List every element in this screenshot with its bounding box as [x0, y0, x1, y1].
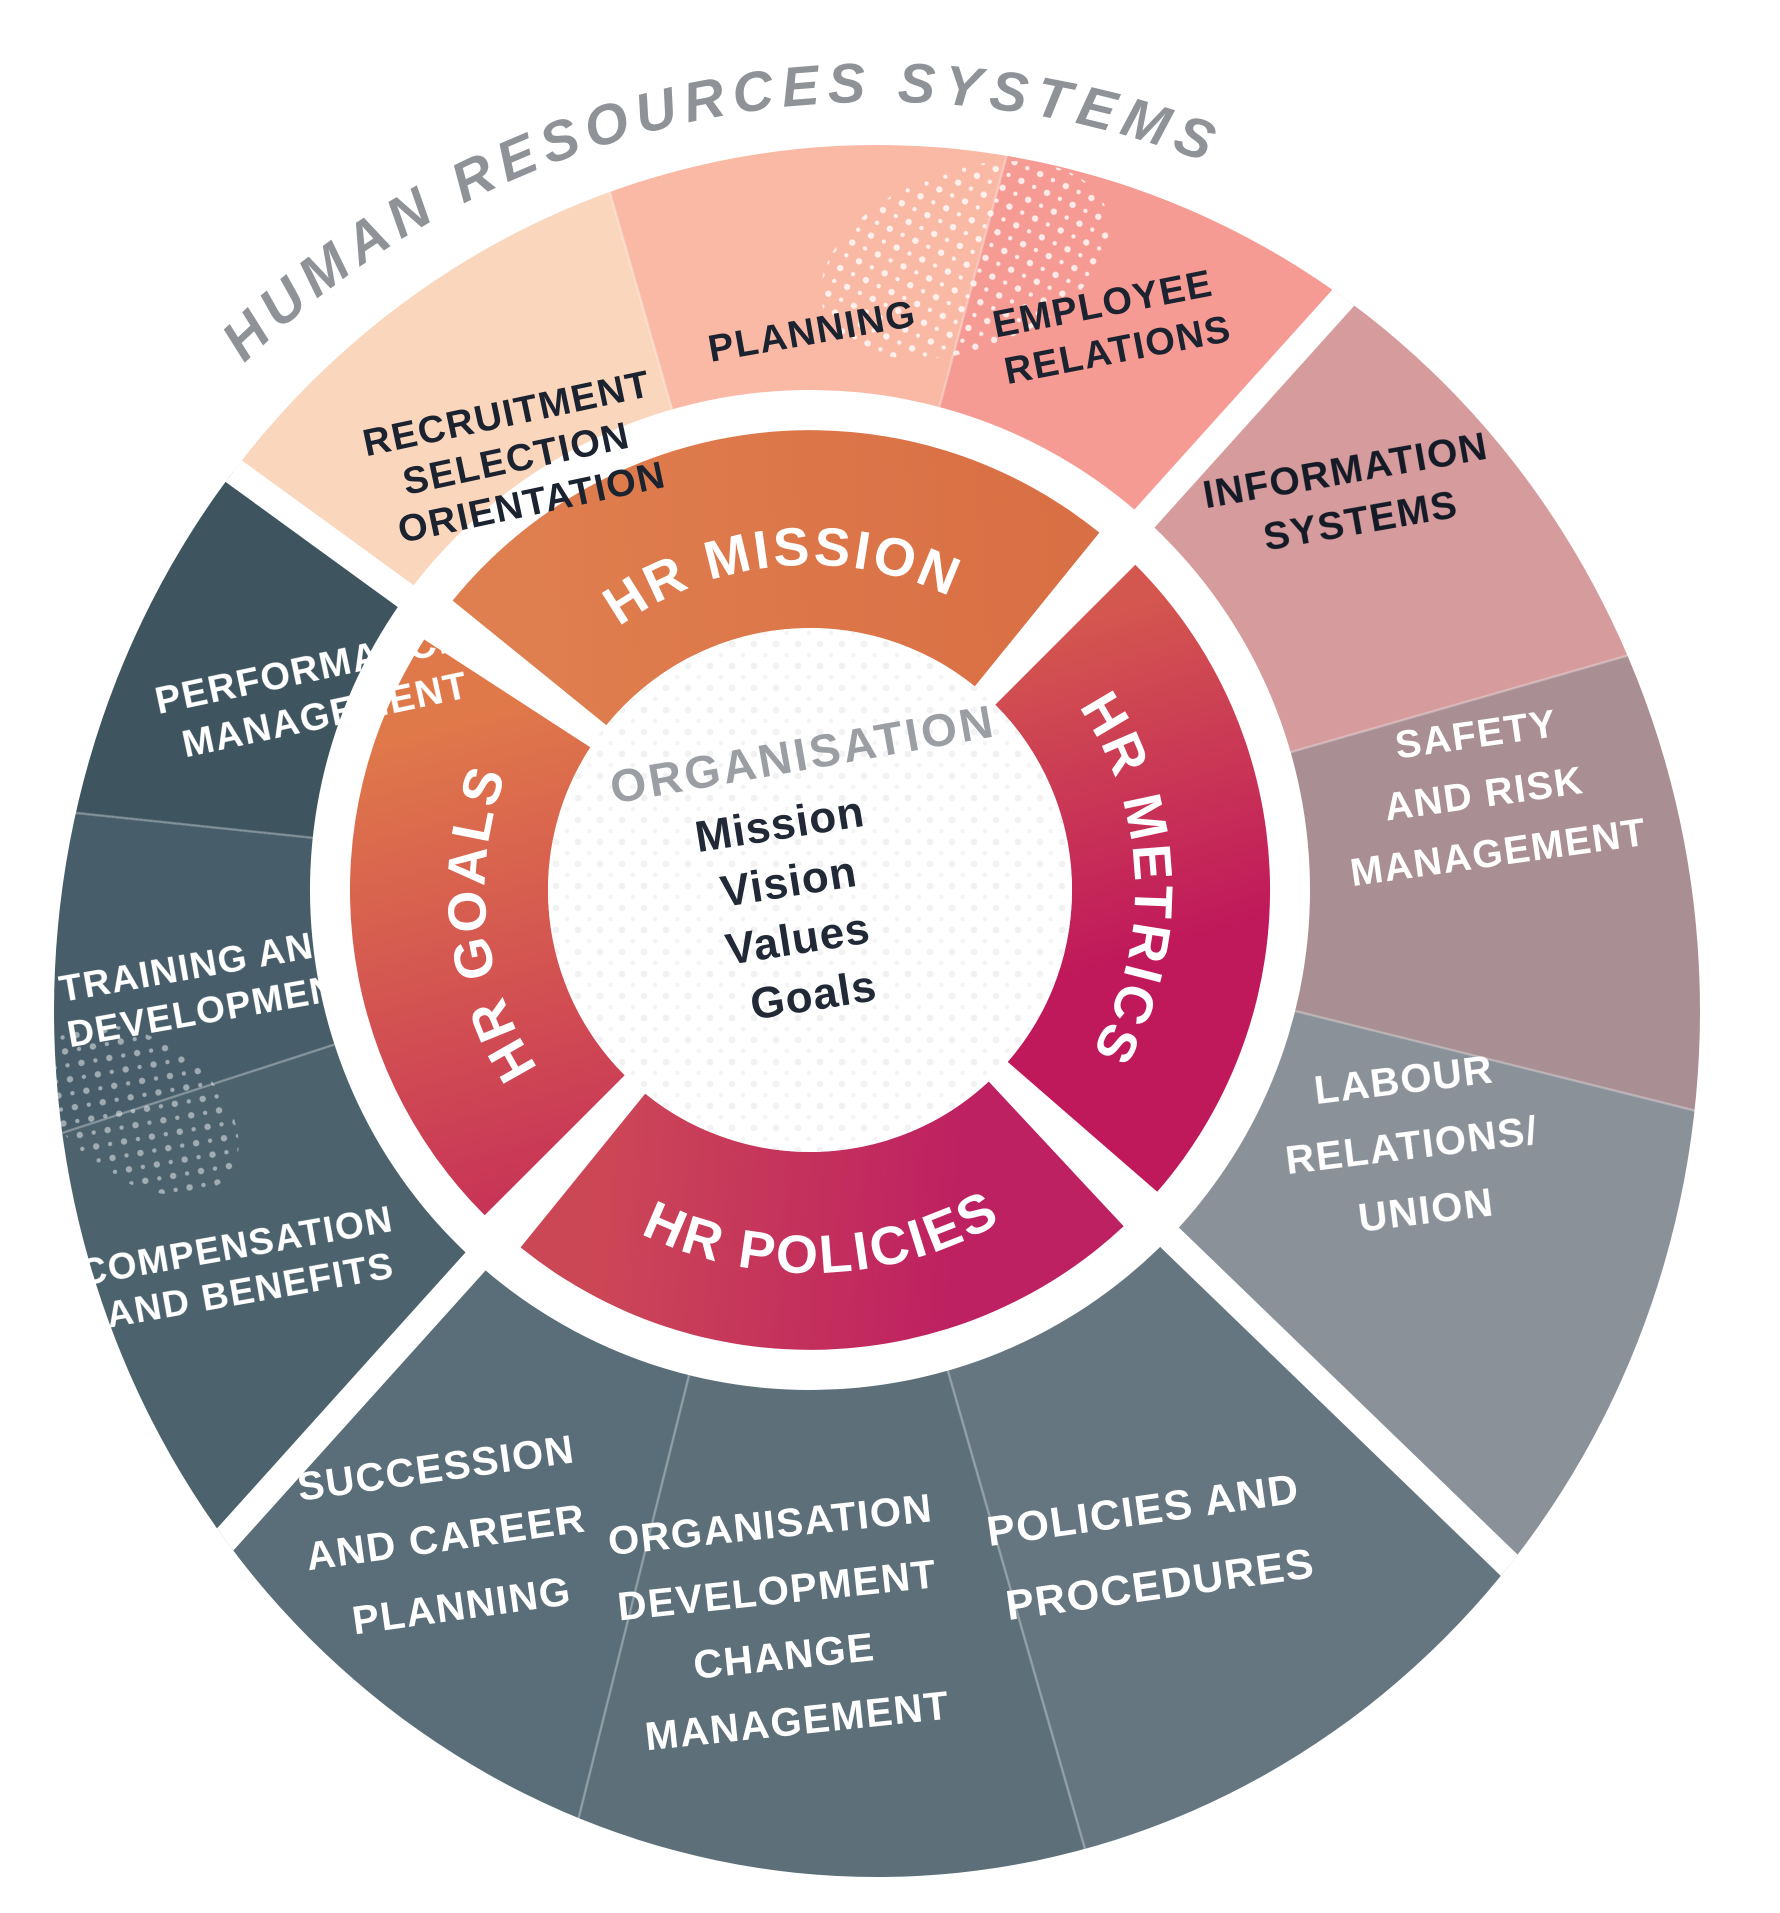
label-training-and-development: TRAINING AND DEVELOPMENT — [56, 918, 365, 1055]
center-halftone — [548, 628, 1072, 1152]
ring-hr-goals — [349, 639, 625, 1216]
segment-planning — [451, 145, 1147, 890]
ring-hr-mission — [452, 430, 1100, 726]
inner-ring — [349, 430, 1271, 1350]
ring-hr-policies — [520, 1081, 1124, 1350]
halftone-texture — [54, 161, 1110, 1196]
segment-safety-risk-management — [810, 531, 1700, 1205]
ring-hr-metrics — [995, 564, 1271, 1192]
